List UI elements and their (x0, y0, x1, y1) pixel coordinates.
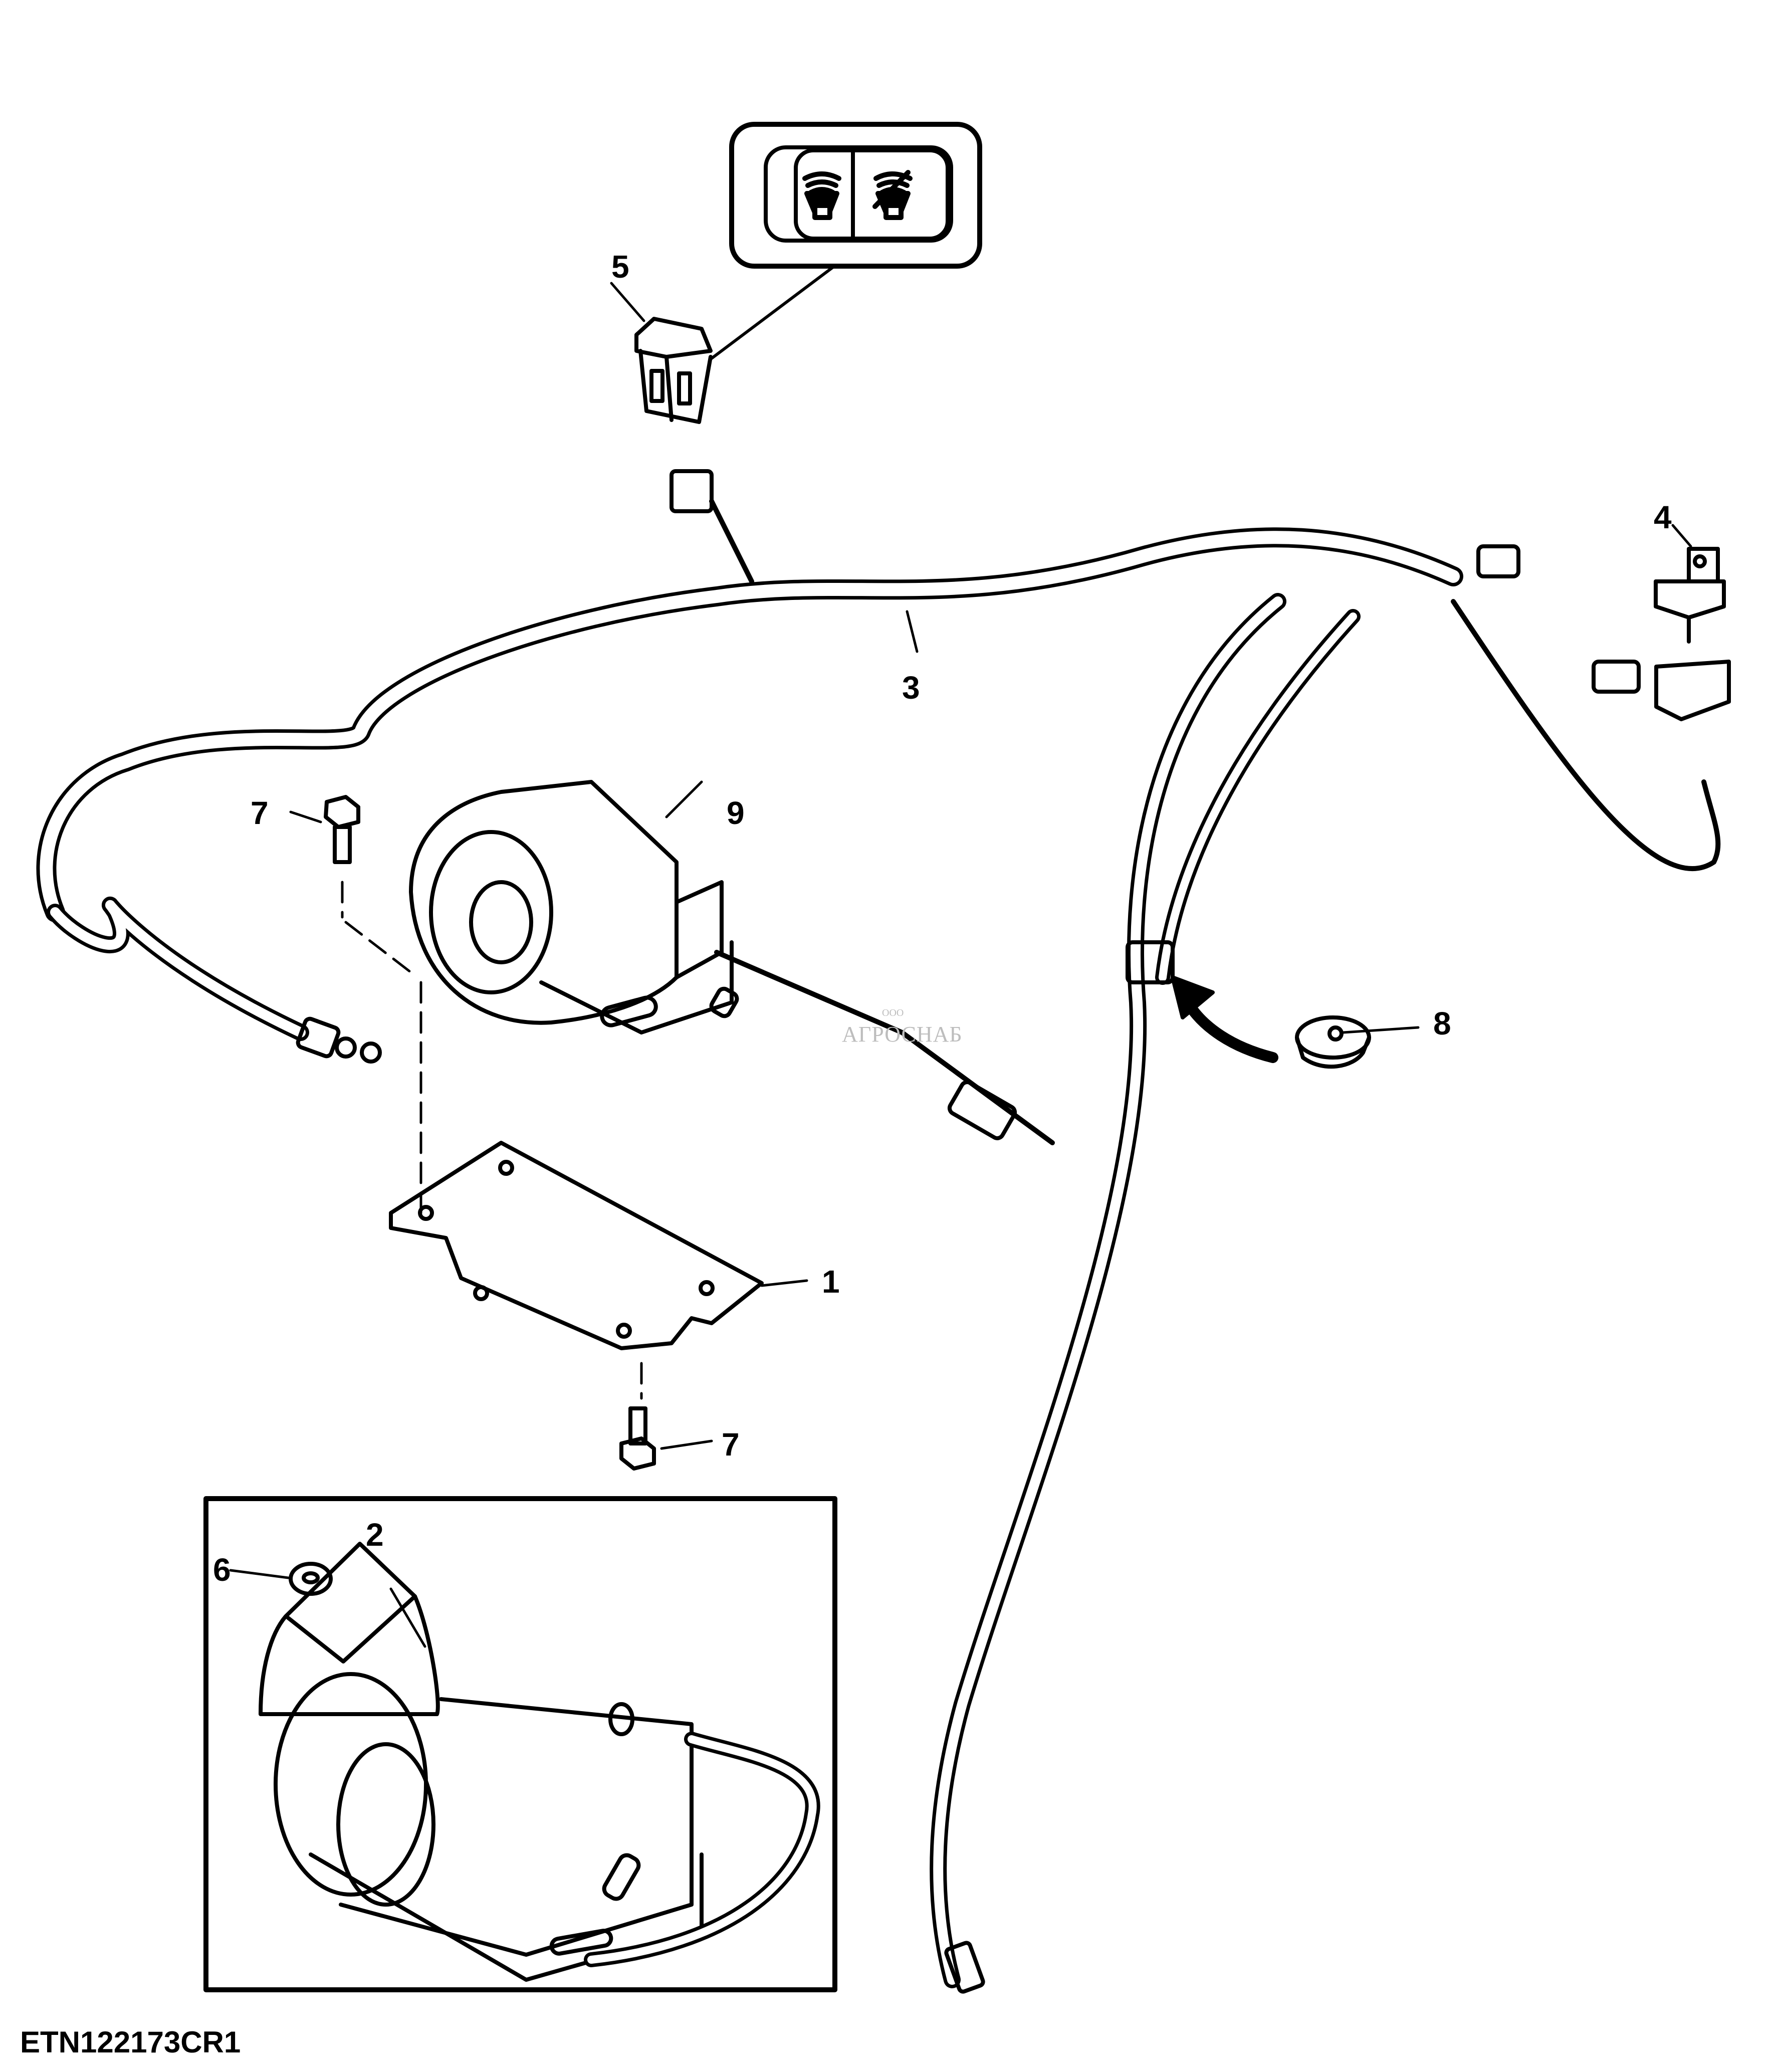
mounting-bracket (389, 1141, 808, 1350)
backup-alarm-alternate (259, 1542, 820, 1982)
figure-id-label: ETN122173CR1 (20, 2025, 241, 2059)
watermark-logo: ООО АГРОСНАБ (827, 1002, 962, 1068)
callout-5: 5 (611, 249, 629, 285)
rocker-switch (610, 282, 713, 424)
backup-alarm (409, 780, 739, 1034)
watermark-prefix: ООО (882, 1007, 904, 1018)
grommet (1171, 975, 1420, 1069)
horn-on-icon (802, 171, 841, 220)
callout-8: 8 (1433, 1005, 1451, 1042)
horn-off-icon (872, 170, 913, 220)
callout-2: 2 (366, 1517, 384, 1553)
callout-4: 4 (1654, 499, 1672, 535)
callout-1: 1 (822, 1264, 840, 1300)
alternate-alarm-inset (203, 1496, 837, 1992)
cap-screw-top (289, 795, 422, 1214)
callout-3: 3 (902, 670, 920, 706)
callout-6: 6 (213, 1552, 231, 1588)
switch-detail-inset (710, 122, 982, 360)
callout-7-top: 7 (251, 795, 269, 831)
cap-screw-bottom (619, 1362, 713, 1471)
wiring-harness (36, 469, 1721, 1994)
callout-9: 9 (727, 795, 745, 831)
relay (1654, 524, 1731, 721)
callout-7-bottom: 7 (722, 1426, 740, 1463)
watermark-name: АГРОСНАБ (842, 1022, 963, 1047)
